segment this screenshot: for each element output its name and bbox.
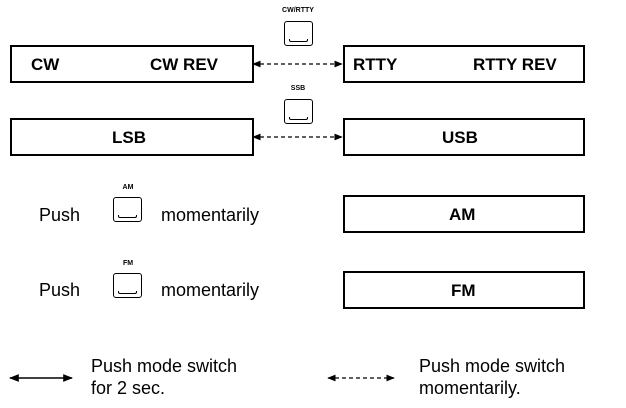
cw-rtty-key-icon <box>284 21 313 46</box>
am-mode-box <box>343 195 585 233</box>
usb-mode-box <box>343 118 585 156</box>
cw-rtty-key-label: CW/RTTY <box>282 7 314 14</box>
am-push-text: Push <box>39 205 81 225</box>
fm-key-icon <box>113 273 142 298</box>
fm-label: FM <box>451 281 476 300</box>
am-key-label: AM <box>122 184 134 191</box>
rtty-mode-box <box>343 45 585 83</box>
legend-dashed-line1: Push mode switch <box>419 356 566 376</box>
legend-dashed-text: Push mode switch momentarily. <box>419 355 565 399</box>
legend-solid-line2: for 2 sec. <box>91 378 166 398</box>
rtty-label: RTTY <box>353 55 398 74</box>
fm-momentarily-text: momentarily <box>161 280 260 300</box>
legend-solid-line1: Push mode switch <box>91 356 238 376</box>
ssb-key-icon <box>284 99 313 124</box>
cw-rev-label: CW REV <box>150 55 218 74</box>
rtty-rev-label: RTTY REV <box>473 55 557 74</box>
lsb-label: LSB <box>112 128 146 147</box>
legend-solid-text: Push mode switch for 2 sec. <box>91 355 237 399</box>
am-key-icon <box>113 197 142 222</box>
am-momentarily-text: momentarily <box>161 205 260 225</box>
lsb-mode-box <box>10 118 254 156</box>
fm-mode-box <box>343 271 585 309</box>
usb-label: USB <box>442 128 478 147</box>
cw-mode-box <box>10 45 254 83</box>
fm-key-label: FM <box>122 260 134 267</box>
cw-label: CW <box>31 55 60 74</box>
ssb-key-label: SSB <box>290 85 306 92</box>
legend-dashed-line2: momentarily. <box>419 378 521 398</box>
am-label: AM <box>449 205 476 224</box>
fm-push-text: Push <box>39 280 81 300</box>
